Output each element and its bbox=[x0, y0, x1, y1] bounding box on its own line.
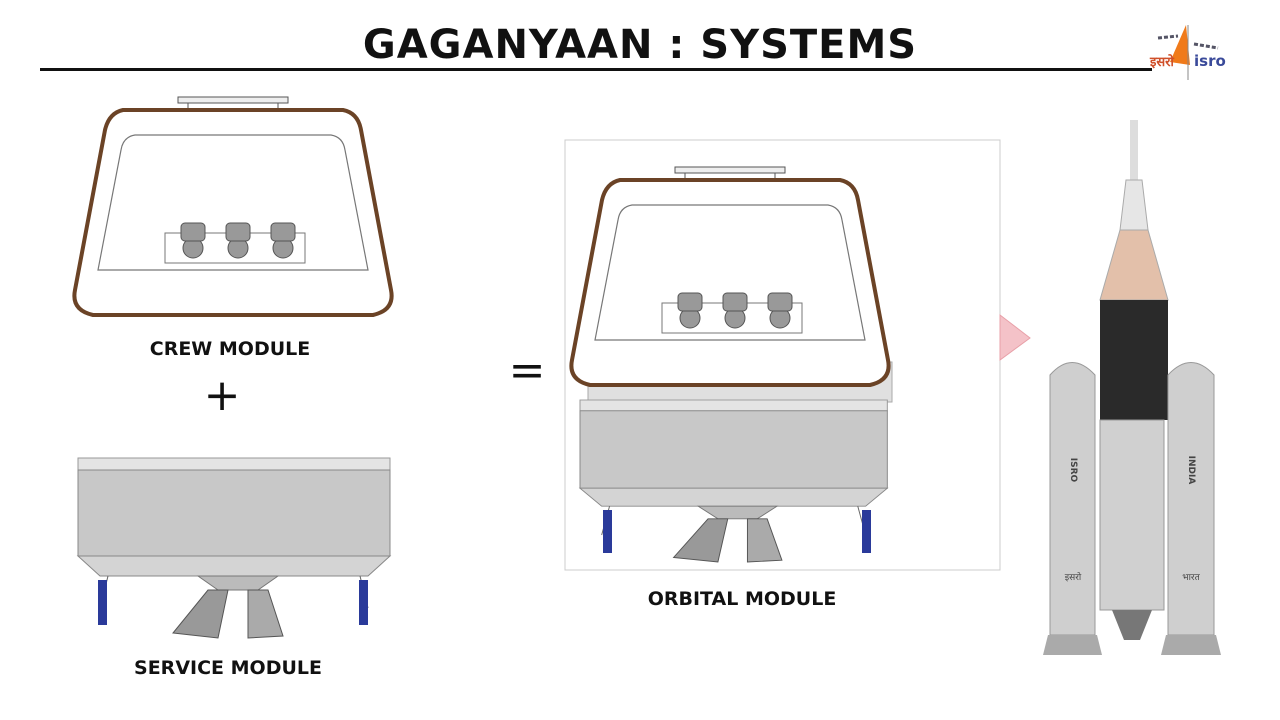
service-module-label: SERVICE MODULE bbox=[134, 657, 322, 679]
rocket-india-hindi-text: भारत bbox=[1182, 573, 1200, 583]
orbital-module-drawing bbox=[564, 139, 1001, 571]
title-underline bbox=[40, 68, 1152, 71]
rocket-isro-text: ISRO bbox=[1068, 458, 1078, 483]
isro-logo: इसरो isro bbox=[1148, 20, 1278, 80]
slide-title: GAGANYAAN : SYSTEMS bbox=[362, 22, 918, 68]
crew-module-label: CREW MODULE bbox=[149, 338, 311, 360]
service-module-drawing bbox=[77, 457, 391, 639]
arrow-icon bbox=[999, 313, 1031, 361]
crew-module-drawing bbox=[72, 95, 394, 317]
logo-hindi-text: इसरो bbox=[1149, 54, 1174, 70]
orbital-module-label: ORBITAL MODULE bbox=[647, 588, 837, 610]
equals-sign: = bbox=[508, 345, 546, 396]
plus-sign: + bbox=[203, 370, 241, 421]
logo-latin-text: isro bbox=[1194, 52, 1226, 70]
rocket-isro-hindi-text: इसरो bbox=[1065, 571, 1082, 583]
rocket-drawing: ISRO INDIA इसरो भारत bbox=[1043, 120, 1221, 655]
rocket-india-text: INDIA bbox=[1186, 456, 1196, 485]
